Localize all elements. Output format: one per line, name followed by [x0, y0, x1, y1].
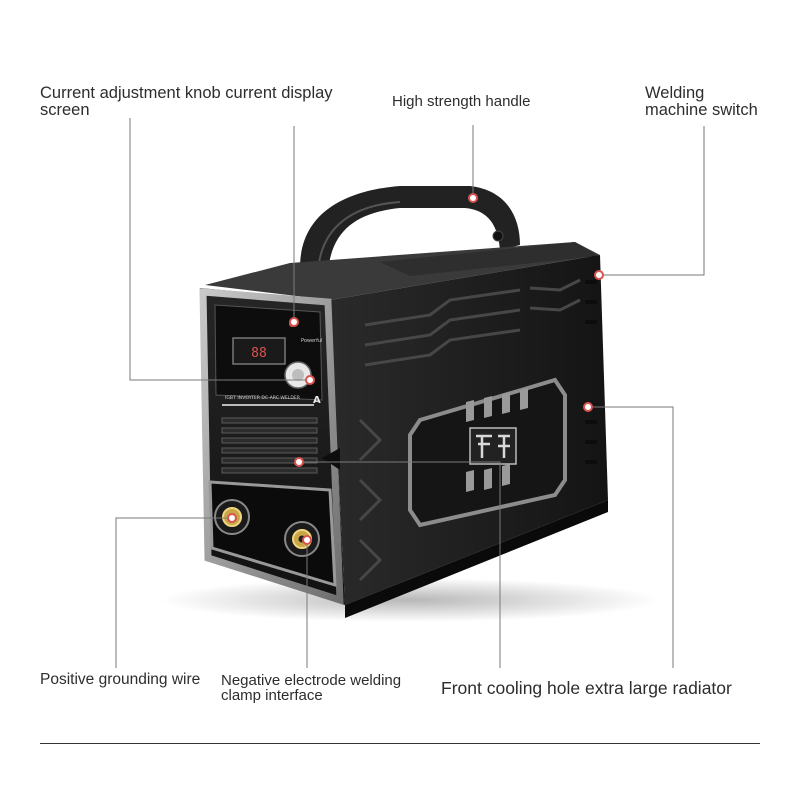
model-label: IGBT INVERTER DC ARC WELDER: [225, 395, 301, 401]
negative-terminal: [284, 521, 320, 557]
current-display-screen: [232, 337, 286, 365]
callout-handle: High strength handle: [392, 93, 531, 110]
svg-text:88: 88: [251, 346, 267, 361]
callout-knob-display: Current adjustment knob current display …: [40, 84, 333, 119]
callout-markers: [227, 193, 604, 545]
ground-shadow: [160, 578, 660, 622]
callout-switch: Welding machine switch: [645, 84, 758, 119]
callout-radiator: Front cooling hole extra large radiator: [441, 678, 732, 698]
callout-negative-interface: Negative electrode welding clamp interfa…: [221, 672, 402, 704]
unit-label: A: [313, 395, 321, 406]
front-panel: 88: [199, 288, 345, 605]
bottom-divider: [40, 743, 760, 744]
callout-ground-wire: Positive grounding wire: [40, 671, 201, 688]
leader-lines: [115, 118, 705, 668]
side-panel: [330, 255, 608, 618]
handle: [300, 186, 520, 275]
powerful-label: Powerful: [301, 338, 322, 344]
